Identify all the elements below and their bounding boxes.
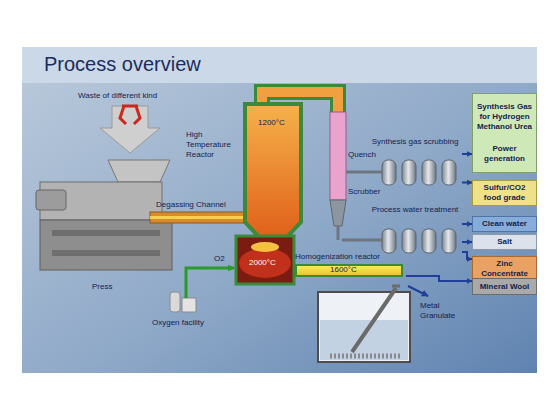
unit-label: Synthesis gas scrubbing <box>371 137 459 147</box>
oxygen-tank <box>170 292 180 312</box>
press-rail <box>52 230 160 236</box>
waste-arrow <box>100 106 160 153</box>
scrubber-cone <box>330 200 346 226</box>
product-label: Power generation <box>476 144 533 164</box>
oxygen-unit <box>182 298 196 312</box>
title-band <box>22 47 537 83</box>
melt-zone <box>239 248 291 278</box>
product-box: Sulfur/CO2 food grade <box>472 180 537 206</box>
product-label: Sulfur/CO2 food grade <box>476 183 533 203</box>
product-flow-arrow <box>462 182 472 184</box>
product-flow-arrow <box>462 153 472 155</box>
granulation-pit <box>318 292 410 362</box>
unit-group: Process water treatment <box>368 203 462 255</box>
product-box: Mineral Wool <box>472 278 537 295</box>
treatment-column <box>422 229 436 253</box>
product-flow-arrow <box>406 276 472 281</box>
product-box: Synthesis Gas for Hydrogen Methanol Urea… <box>472 93 537 173</box>
unit-label: Homogenization reactor <box>295 252 403 262</box>
scrubbing-column <box>382 160 396 185</box>
product-label: Clean water <box>476 219 533 229</box>
product-label: Synthesis Gas for Hydrogen Methanol Urea <box>476 102 533 132</box>
slide-panel <box>22 47 537 373</box>
unit-label: Process water treatment <box>371 205 459 215</box>
process-label: O2 <box>214 254 225 264</box>
reactor-bottom <box>236 236 294 284</box>
pit-water <box>320 320 408 360</box>
quench-column <box>330 112 346 200</box>
channel-core <box>150 216 246 219</box>
treatment-column <box>402 229 416 253</box>
grab-claw <box>120 106 140 124</box>
reactor-unit: Homogenization reactor <box>292 250 406 279</box>
degassing-channel <box>150 212 246 223</box>
press-base <box>40 220 172 270</box>
product-label: Mineral Wool <box>476 282 533 292</box>
oxygen-feed-arrow <box>186 268 234 298</box>
process-label: Degassing Channel <box>156 200 226 210</box>
product-label: Salt <box>476 237 533 247</box>
melt-glow <box>251 242 279 252</box>
water-pipe <box>337 226 340 240</box>
process-label: 1200°C <box>258 118 285 128</box>
product-box: Salt <box>472 234 537 250</box>
process-label: Press <box>92 282 112 292</box>
granulate-bed <box>330 354 400 359</box>
conveyor <box>352 288 396 352</box>
high-temperature-reactor <box>245 104 301 238</box>
scrubbing-column <box>442 160 456 185</box>
product-flow-arrow <box>462 241 472 243</box>
press-cylinder <box>36 190 66 210</box>
treatment-column <box>442 229 456 253</box>
process-label: High Temperature Reactor <box>186 130 240 160</box>
product-flow-arrow <box>462 223 472 225</box>
process-label: Metal Granulate <box>420 301 464 321</box>
process-label: Oxygen facility <box>152 318 204 328</box>
treatment-column <box>382 229 396 253</box>
water-pipe <box>342 239 382 242</box>
process-label: 1600°C <box>330 265 357 275</box>
product-box: Clean water <box>472 216 537 232</box>
process-label: Quench <box>348 150 376 160</box>
product-flow-arrow <box>462 252 472 259</box>
scrubbing-column <box>402 160 416 185</box>
product-label: Zinc Concentrate <box>476 259 533 279</box>
scrubbing-column <box>422 160 436 185</box>
conveyor-head <box>392 285 400 288</box>
metal-granulate-arrow <box>408 286 428 296</box>
process-label: 2000°C <box>249 258 276 268</box>
unit-group: Synthesis gas scrubbing <box>368 135 462 185</box>
process-label: Scrubber <box>348 187 380 197</box>
press-rail <box>52 250 160 256</box>
press-hopper <box>108 160 170 182</box>
gas-pipe <box>346 171 382 174</box>
process-label: Waste of different kind <box>78 91 157 101</box>
slide-title: Process overview <box>44 53 201 76</box>
